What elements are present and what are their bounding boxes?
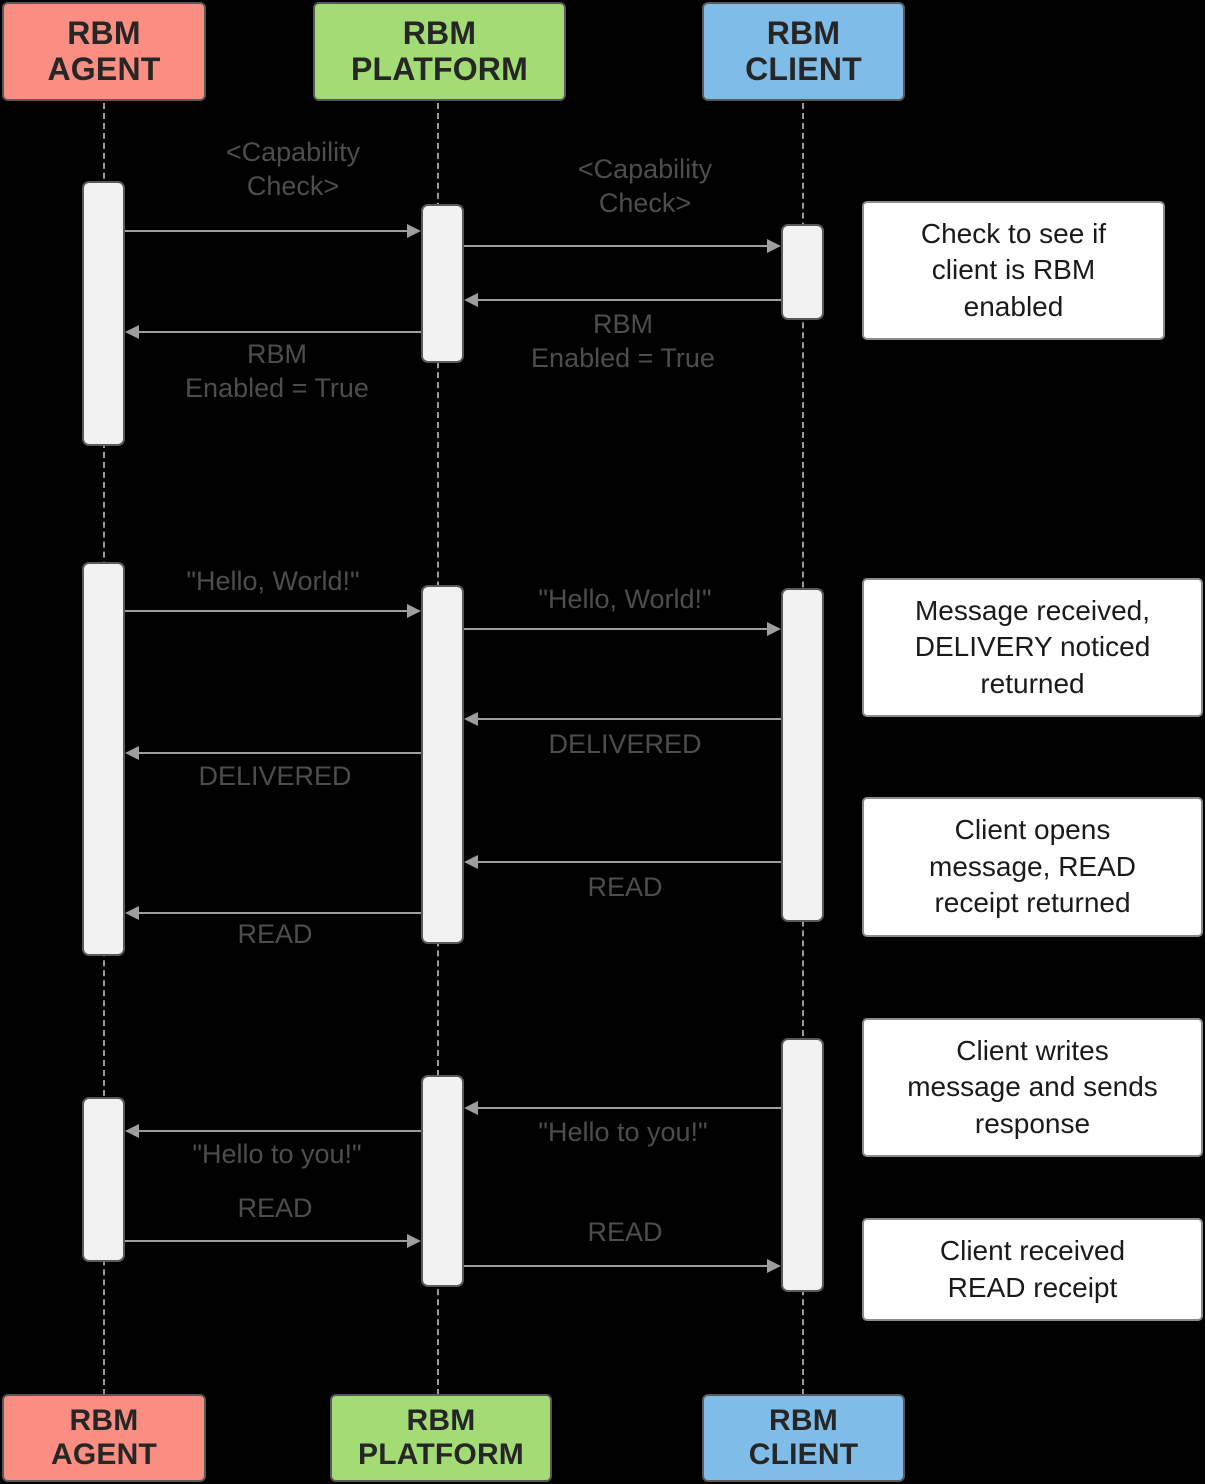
message-arrowhead-m12 — [125, 1124, 139, 1138]
message-arrowhead-m3 — [464, 293, 478, 307]
message-line-m14 — [464, 1265, 767, 1267]
message-label-m2: <Capability Check> — [577, 154, 713, 218]
message-label-m6: "Hello, World!" — [538, 584, 712, 614]
participant-footer-client-line1: RBM — [769, 1404, 838, 1438]
message-line-m1 — [125, 230, 407, 232]
participant-footer-agent[interactable]: RBM AGENT — [2, 1394, 206, 1482]
message-arrowhead-m14 — [767, 1259, 781, 1273]
message-line-m7 — [478, 718, 781, 720]
activation-agent-2 — [82, 562, 125, 956]
message-arrowhead-m13 — [407, 1234, 421, 1248]
message-arrowhead-m6 — [767, 622, 781, 636]
message-label-m3: RBM Enabled = True — [531, 309, 715, 373]
activation-platform-2 — [421, 585, 464, 944]
message-arrowhead-m1 — [407, 224, 421, 238]
message-line-m9 — [478, 861, 781, 863]
participant-footer-agent-line2: AGENT — [51, 1438, 157, 1471]
activation-agent-3 — [82, 1097, 125, 1262]
activation-client-1 — [781, 224, 824, 320]
message-arrowhead-m2 — [767, 239, 781, 253]
participant-header-client-line1: RBM — [766, 14, 841, 51]
message-label-m12: "Hello to you!" — [192, 1139, 362, 1169]
participant-footer-platform-line1: RBM — [406, 1404, 476, 1438]
message-arrowhead-m5 — [407, 604, 421, 618]
message-label-m11: "Hello to you!" — [538, 1117, 708, 1147]
message-line-m3 — [478, 299, 781, 301]
activation-platform-3 — [421, 1075, 464, 1287]
message-arrowhead-m9 — [464, 855, 478, 869]
message-arrowhead-m7 — [464, 712, 478, 726]
message-arrowhead-m10 — [125, 906, 139, 920]
message-label-m5: "Hello, World!" — [186, 566, 360, 596]
message-label-m13: READ — [237, 1193, 313, 1223]
message-label-m10: READ — [237, 919, 313, 949]
participant-footer-client[interactable]: RBM CLIENT — [702, 1394, 905, 1482]
participant-footer-client-line2: CLIENT — [748, 1438, 859, 1471]
note-client-received-read[interactable]: Client received READ receipt — [862, 1218, 1203, 1321]
message-label-m4: RBM Enabled = True — [185, 339, 369, 403]
participant-footer-platform-line2: PLATFORM — [357, 1438, 524, 1471]
participant-footer-platform[interactable]: RBM PLATFORM — [330, 1394, 552, 1482]
note-capability-check[interactable]: Check to see if client is RBM enabled — [862, 201, 1165, 340]
participant-header-agent[interactable]: RBM AGENT — [2, 2, 206, 101]
activation-client-2 — [781, 588, 824, 922]
participant-footer-agent-line1: RBM — [69, 1404, 139, 1438]
message-arrowhead-m8 — [125, 746, 139, 760]
message-label-m1: <Capability Check> — [225, 137, 361, 201]
message-line-m8 — [139, 752, 421, 754]
message-line-m4 — [139, 331, 421, 333]
message-label-m9: READ — [587, 872, 663, 902]
activation-agent-1 — [82, 181, 125, 446]
participant-header-client[interactable]: RBM CLIENT — [702, 2, 905, 101]
message-line-m6 — [464, 628, 767, 630]
note-message-delivered[interactable]: Message received, DELIVERY noticed retur… — [862, 578, 1203, 717]
message-line-m12 — [139, 1130, 421, 1132]
participant-header-platform-line2: PLATFORM — [351, 50, 528, 87]
note-client-opens-message[interactable]: Client opens message, READ receipt retur… — [862, 797, 1203, 937]
message-line-m10 — [139, 912, 421, 914]
activation-platform-1 — [421, 204, 464, 363]
message-line-m5 — [125, 610, 407, 612]
message-label-m7: DELIVERED — [548, 729, 702, 759]
participant-header-platform-line1: RBM — [402, 14, 477, 51]
message-label-m14: READ — [587, 1217, 663, 1247]
note-client-writes-response[interactable]: Client writes message and sends response — [862, 1018, 1203, 1157]
participant-header-agent-line2: AGENT — [47, 50, 161, 87]
message-arrowhead-m4 — [125, 325, 139, 339]
participant-header-platform[interactable]: RBM PLATFORM — [313, 2, 566, 101]
activation-client-3 — [781, 1038, 824, 1292]
message-arrowhead-m11 — [464, 1101, 478, 1115]
participant-header-client-line2: CLIENT — [745, 50, 862, 87]
message-line-m13 — [125, 1240, 407, 1242]
message-line-m2 — [464, 245, 767, 247]
message-line-m11 — [478, 1107, 781, 1109]
participant-header-agent-line1: RBM — [67, 14, 141, 51]
message-label-m8: DELIVERED — [198, 761, 352, 791]
